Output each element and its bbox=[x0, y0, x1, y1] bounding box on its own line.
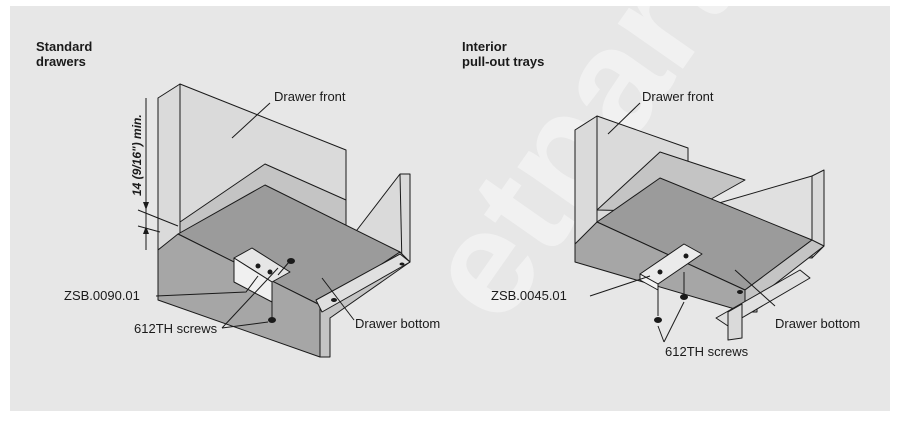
left-heading-line-2: drawers bbox=[36, 54, 86, 69]
right-screw-1 bbox=[654, 286, 662, 323]
right-drawer-illustration bbox=[574, 115, 825, 341]
left-heading-line-1: Standard bbox=[36, 39, 92, 54]
left-bracket-hole bbox=[255, 263, 261, 269]
dim-arrow-bottom bbox=[143, 226, 149, 234]
dim-arrow-top bbox=[143, 202, 149, 210]
right-screws-leader-1 bbox=[657, 325, 665, 343]
left-drawer-front-label: Drawer front bbox=[274, 89, 346, 104]
left-screws-leader-1 bbox=[221, 267, 279, 329]
left-part-leader bbox=[155, 275, 259, 297]
left-screws-label: 612TH screws bbox=[134, 321, 218, 336]
right-heading-line-1: Interior bbox=[462, 39, 507, 54]
left-bottom-leader bbox=[321, 277, 355, 321]
right-screws-leader-2 bbox=[663, 301, 685, 343]
dim-extension-bottom bbox=[137, 225, 161, 233]
right-runner-foot bbox=[727, 303, 743, 341]
left-bracket-hole-2 bbox=[267, 269, 273, 275]
dimension-label: 14 (9/16") min. bbox=[130, 114, 144, 196]
left-screws-leader-2 bbox=[221, 321, 269, 329]
left-screw-top-head bbox=[287, 258, 295, 264]
left-screw-bottom bbox=[268, 302, 276, 323]
right-part-label: ZSB.0045.01 bbox=[491, 288, 567, 303]
left-drawer-bottom-label: Drawer bottom bbox=[355, 316, 440, 331]
left-screw-top bbox=[277, 258, 295, 276]
right-bracket-hole-2 bbox=[683, 253, 689, 259]
left-part-label: ZSB.0090.01 bbox=[64, 288, 140, 303]
right-screws-label: 612TH screws bbox=[665, 344, 749, 359]
left-bottom-rail bbox=[315, 253, 411, 313]
right-bottom-leader bbox=[734, 269, 776, 307]
right-front-leader bbox=[607, 102, 641, 135]
right-bracket-hole bbox=[657, 269, 663, 275]
left-rail-hole bbox=[331, 298, 337, 302]
right-heading-line-2: pull-out trays bbox=[462, 54, 544, 69]
right-part-leader bbox=[589, 275, 651, 297]
left-screw-top-shaft bbox=[277, 261, 290, 276]
right-screw-1-head bbox=[654, 317, 662, 323]
left-dimension: 14 (9/16") min. bbox=[130, 98, 179, 250]
left-drawer-illustration: 14 (9/16") min. bbox=[130, 83, 411, 358]
right-drawer-bottom-label: Drawer bottom bbox=[775, 316, 860, 331]
right-panel: Interior pull-out trays bbox=[462, 39, 860, 359]
left-screw-bottom-head bbox=[268, 317, 276, 323]
left-front-leader bbox=[231, 102, 271, 139]
right-rail-hole bbox=[737, 290, 743, 294]
left-rail-lip bbox=[399, 173, 403, 267]
right-screw-2-head bbox=[680, 294, 688, 300]
right-drawer-front-label: Drawer front bbox=[642, 89, 714, 104]
right-screw-2 bbox=[680, 272, 688, 300]
left-panel: Standard drawers bbox=[36, 39, 440, 358]
dim-extension-top bbox=[137, 209, 179, 227]
left-rail-hole-2 bbox=[399, 262, 405, 266]
